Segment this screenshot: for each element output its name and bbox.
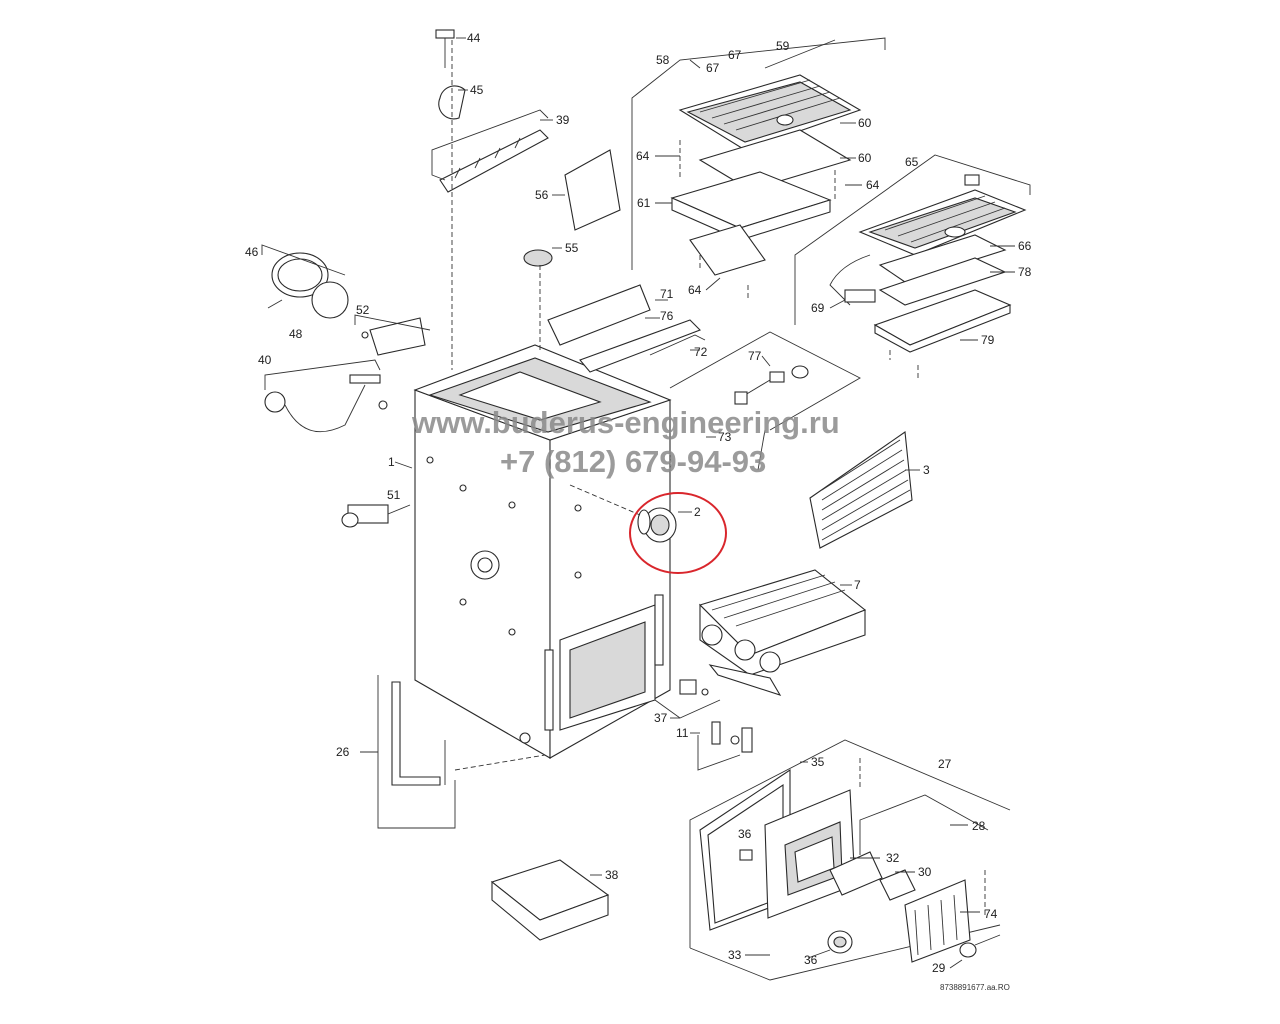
callout-55: 55 [565,241,579,255]
callout-28: 28 [972,819,986,833]
callout-77: 77 [748,349,762,363]
callout-44: 44 [467,31,481,45]
callout-56: 56 [535,188,549,202]
heat-block-7 [698,569,867,696]
callout-73: 73 [718,430,732,444]
callout-61: 61 [637,196,651,210]
heat-exchanger-group-58 [631,37,886,300]
callout-27: 27 [938,757,952,771]
callout-45: 45 [470,83,484,97]
callout-2: 2 [694,505,701,519]
callout-60b: 60 [858,151,872,165]
callout-30: 30 [918,865,932,879]
fastener-parts [654,679,753,771]
highlight-circle [629,492,727,574]
callout-66: 66 [1018,239,1032,253]
door-group [689,739,1011,981]
flue-collar-parts [261,244,610,941]
callout-71: 71 [660,287,674,301]
callout-67b: 67 [728,48,742,62]
callout-37: 37 [654,711,668,725]
callout-39: 39 [556,113,570,127]
callout-79: 79 [981,333,995,347]
callout-36a: 36 [738,827,752,841]
callout-64b: 64 [866,178,880,192]
callout-74: 74 [984,907,998,921]
callout-labels: 44 45 39 56 55 46 48 52 40 1 51 26 38 58… [245,31,1032,975]
callout-33: 33 [728,948,742,962]
callout-67a: 67 [706,61,720,75]
callout-69: 69 [811,301,825,315]
callout-64c: 64 [688,283,702,297]
callout-51: 51 [387,488,401,502]
callout-38: 38 [605,868,619,882]
callout-1: 1 [388,455,395,469]
heat-exchanger-group-65 [794,154,1031,378]
callout-48: 48 [289,327,303,341]
watermark-site: www.buderus-engineering.ru [411,405,840,440]
callout-29: 29 [932,961,946,975]
callout-64a: 64 [636,149,650,163]
callout-32: 32 [886,851,900,865]
callout-78: 78 [1018,265,1032,279]
callout-3: 3 [923,463,930,477]
thermometer-part-2 [569,484,677,543]
callout-58: 58 [656,53,670,67]
callout-76: 76 [660,309,674,323]
callout-65: 65 [905,155,919,169]
callout-40: 40 [258,353,272,367]
heat-block-3 [809,431,913,549]
callout-26: 26 [336,745,350,759]
callout-35: 35 [811,755,825,769]
callout-36b: 36 [804,953,818,967]
leader-lines [360,37,1015,969]
callout-60a: 60 [858,116,872,130]
callout-11: 11 [676,726,689,740]
watermark-phone: +7 (812) 679-94-93 [500,444,766,479]
sensor-parts [547,284,861,471]
callout-59: 59 [776,39,790,53]
control-panel-parts [431,29,621,370]
callout-46: 46 [245,245,259,259]
callout-52: 52 [356,303,370,317]
reference-code: 8738891677.aa.RO [940,983,1010,992]
callout-72: 72 [694,345,708,359]
callout-7: 7 [854,578,861,592]
